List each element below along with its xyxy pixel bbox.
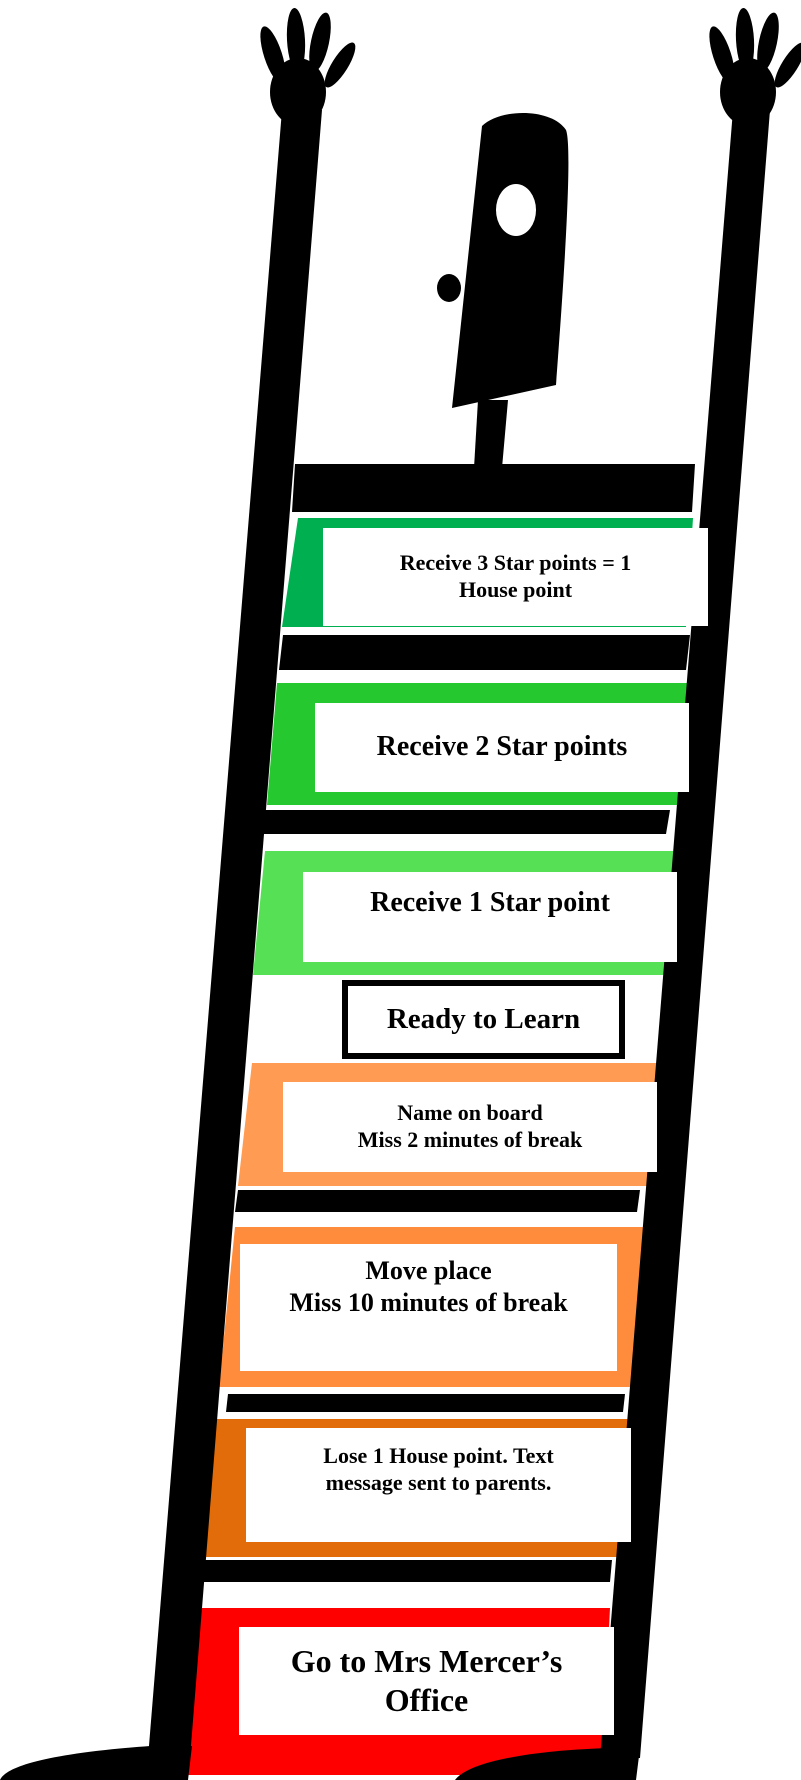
step6-text: Lose 1 House point. Text message sent to… xyxy=(246,1428,631,1512)
step6-line2: message sent to parents. xyxy=(325,1470,552,1495)
step7-line1: Go to Mrs Mercer’s xyxy=(290,1642,563,1679)
step5-line1: Move place xyxy=(365,1256,492,1286)
step1-card xyxy=(323,528,708,626)
step1-text: Receive 3 Star points = 1 House point xyxy=(323,528,708,626)
right-rail xyxy=(600,110,770,1758)
step1-line1: Receive 3 Star points = 1 xyxy=(399,550,632,576)
step4-text: Name on board Miss 2 minutes of break xyxy=(283,1082,657,1172)
raised-hand-icon xyxy=(260,8,356,126)
step2-card xyxy=(315,703,689,792)
step5-card xyxy=(240,1244,617,1371)
ready-text: Ready to Learn xyxy=(345,983,622,1056)
step5-text: Move place Miss 10 minutes of break xyxy=(240,1244,617,1330)
step4-card xyxy=(283,1082,657,1172)
step7-card xyxy=(239,1627,614,1735)
top-rung xyxy=(292,464,695,512)
rung xyxy=(198,1560,612,1582)
rung xyxy=(226,1394,625,1412)
rung xyxy=(279,635,690,670)
foot-icon xyxy=(455,1748,640,1780)
step7-line2: Office xyxy=(384,1682,469,1718)
step2-text: Receive 2 Star points xyxy=(315,703,689,792)
head-silhouette-icon xyxy=(437,112,569,408)
raised-hand-icon xyxy=(709,8,801,126)
ready-card xyxy=(342,980,625,1059)
left-rail xyxy=(148,110,322,1758)
step6-line1: Lose 1 House point. Text xyxy=(323,1443,554,1469)
step3-text: Receive 1 Star point xyxy=(303,872,677,934)
figure-neck xyxy=(474,400,508,468)
step6-card xyxy=(246,1428,631,1542)
step4-line2: Miss 2 minutes of break xyxy=(357,1127,583,1152)
rung xyxy=(235,1190,640,1212)
ready-line1: Ready to Learn xyxy=(386,1002,581,1035)
foot-icon xyxy=(0,1746,192,1780)
step3-line1: Receive 1 Star point xyxy=(370,886,610,918)
step5-line2: Miss 10 minutes of break xyxy=(289,1288,568,1317)
rung xyxy=(259,810,670,834)
step7-text: Go to Mrs Mercer’s Office xyxy=(239,1627,614,1735)
step1-line2: House point xyxy=(458,577,573,602)
step3-card xyxy=(303,872,677,962)
step4-line1: Name on board xyxy=(397,1100,543,1126)
step2-line1: Receive 2 Star points xyxy=(376,731,628,763)
